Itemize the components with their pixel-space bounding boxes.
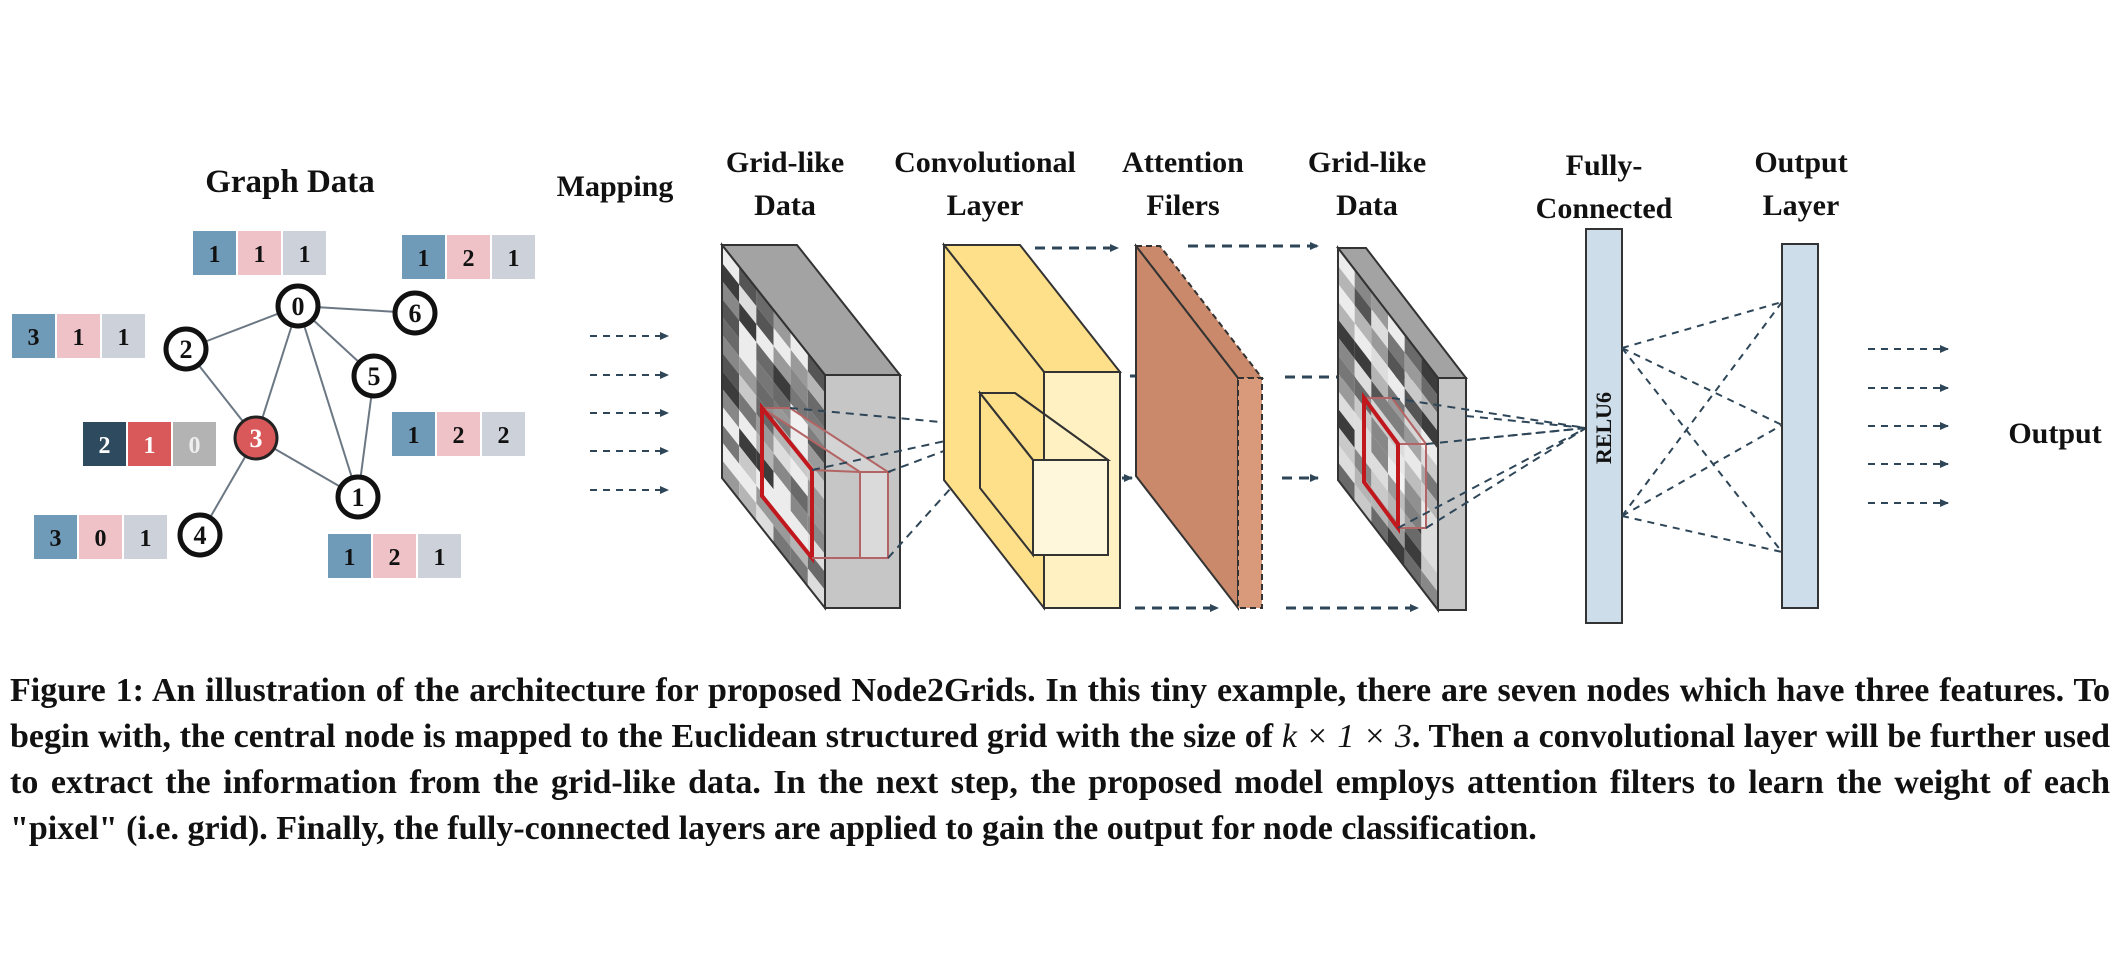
grid-like-label-1: Grid-like Data	[726, 146, 844, 222]
feature-value: 1	[118, 325, 130, 351]
conv-layer-label: Convolutional Layer	[894, 146, 1076, 222]
svg-text:Layer: Layer	[947, 189, 1024, 222]
feature-value: 2	[389, 545, 401, 571]
svg-text:2: 2	[180, 335, 193, 364]
feature-vector-node-6: 1 2 1	[402, 235, 535, 279]
svg-text:Grid-like: Grid-like	[1308, 146, 1426, 179]
svg-text:4: 4	[194, 521, 207, 550]
graph-node-2: 2	[163, 326, 209, 372]
graph-data-title: Graph Data	[205, 164, 375, 200]
grid-data-block-1	[719, 242, 903, 611]
feature-value: 3	[28, 325, 40, 351]
output-layer-label: Output Layer	[1754, 146, 1847, 222]
figure-caption: Figure 1: An illustration of the archite…	[10, 668, 2110, 852]
feature-value: 2	[463, 246, 475, 272]
graph-edges	[185, 305, 416, 536]
graph-node-5: 5	[351, 353, 397, 399]
svg-text:Filers: Filers	[1146, 189, 1219, 222]
graph-edge	[255, 305, 299, 439]
svg-text:Attention: Attention	[1122, 146, 1244, 179]
svg-text:Fully-: Fully-	[1566, 149, 1643, 182]
svg-text:Data: Data	[754, 189, 816, 222]
feature-value: 2	[498, 423, 510, 449]
graph-node-0: 0	[275, 283, 321, 329]
feature-vector-node-2: 3 1 1	[12, 314, 145, 358]
svg-text:1: 1	[352, 483, 365, 512]
feature-value: 1	[299, 242, 311, 268]
feature-vector-node-5: 1 2 2	[392, 412, 525, 456]
svg-text:3: 3	[250, 424, 263, 453]
graph-nodes: 0 1 2 3 4 5 6	[163, 283, 438, 558]
mapping-arrows	[590, 332, 669, 494]
attention-filter-block	[1133, 243, 1265, 611]
svg-text:0: 0	[292, 292, 305, 321]
svg-text:Grid-like: Grid-like	[726, 146, 844, 179]
grid-like-label-2: Grid-like Data	[1308, 146, 1426, 222]
fully-connected-layer: RELU6	[1585, 228, 1623, 624]
feature-value: 1	[140, 526, 152, 552]
svg-text:Convolutional: Convolutional	[894, 146, 1076, 179]
feature-vector-node-3: 2 1 0	[83, 422, 216, 466]
caption-text-1: An illustration of the architecture for …	[10, 672, 2110, 755]
svg-text:6: 6	[409, 299, 422, 328]
grid-data-block-2	[1335, 245, 1469, 613]
feature-value: 1	[73, 325, 85, 351]
svg-text:Output: Output	[1754, 146, 1847, 179]
feature-value: 0	[189, 433, 201, 459]
svg-text:Data: Data	[1336, 189, 1398, 222]
fc-to-output-connectors	[1621, 301, 1783, 553]
svg-text:5: 5	[368, 362, 381, 391]
fully-connected-label: Fully- Connected	[1536, 149, 1673, 225]
output-label: Output	[2008, 417, 2101, 450]
output-arrows	[1868, 345, 1949, 507]
graph-node-1: 1	[335, 474, 381, 520]
feature-value: 1	[508, 246, 520, 272]
feature-value: 2	[99, 433, 111, 459]
figure-label: Figure 1:	[10, 672, 144, 709]
feature-value: 1	[408, 423, 420, 449]
feature-vector-node-4: 3 0 1	[34, 515, 167, 559]
caption-text-2: . Then a convolutional layer will be fur…	[10, 718, 2110, 847]
feature-vector-node-1: 1 2 1	[328, 534, 461, 578]
output-layer	[1781, 243, 1819, 609]
feature-value: 1	[254, 242, 266, 268]
feature-value: 0	[95, 526, 107, 552]
svg-text:Connected: Connected	[1536, 192, 1673, 225]
feature-value: 1	[434, 545, 446, 571]
feature-vector-node-0: 1 1 1	[193, 231, 326, 275]
graph-node-6: 6	[392, 290, 438, 336]
feature-value: 3	[50, 526, 62, 552]
feature-value: 1	[418, 246, 430, 272]
feature-value: 1	[144, 433, 156, 459]
conv-layer-block	[941, 242, 1123, 611]
svg-text:Layer: Layer	[1763, 189, 1840, 222]
caption-math: k × 1 × 3	[1281, 718, 1412, 755]
feature-value: 1	[209, 242, 221, 268]
feature-value: 1	[344, 545, 356, 571]
relu6-label: RELU6	[1591, 392, 1616, 464]
grid-front-face-1	[722, 245, 825, 608]
feature-value: 2	[453, 423, 465, 449]
graph-node-3: 3	[233, 415, 279, 461]
mapping-label: Mapping	[557, 170, 674, 203]
attention-label: Attention Filers	[1122, 146, 1244, 222]
graph-node-4: 4	[177, 512, 223, 558]
grid-to-fc-connectors	[1391, 397, 1587, 529]
graph-edge	[297, 305, 359, 498]
